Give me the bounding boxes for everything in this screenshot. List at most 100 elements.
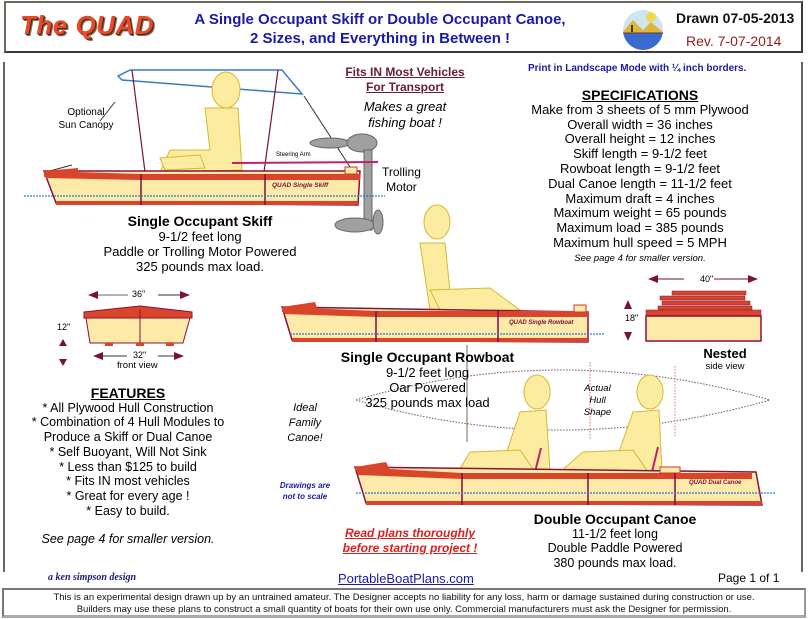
spec-line: Rowboat length = 9-1/2 feet bbox=[559, 160, 721, 176]
revision-date: Rev. 7-07-2014 bbox=[686, 33, 782, 49]
desert-lake-logo-icon bbox=[623, 10, 663, 50]
skiff-line: 9-1/2 feet long bbox=[158, 229, 242, 244]
sun-canopy bbox=[45, 69, 353, 173]
rowboat-hull-label: QUAD Single Rowboat bbox=[509, 320, 574, 326]
spec-line: Skiff length = 9-1/2 feet bbox=[573, 146, 707, 162]
nested-width-label: 40" bbox=[700, 274, 714, 284]
canopy-label-line: Sun Canopy bbox=[58, 120, 114, 131]
front-view-drawing bbox=[59, 291, 193, 366]
trolling-motor bbox=[309, 133, 384, 235]
not-to-scale-note: Drawings are not to scale bbox=[265, 480, 345, 502]
page-subtitle: A Single Occupant Skiff or Double Occupa… bbox=[190, 10, 570, 48]
actual-hull-line: Shape bbox=[583, 407, 612, 418]
print-note: Print in Landscape Mode with ¼ inch bord… bbox=[528, 63, 747, 74]
spacer bbox=[18, 518, 238, 532]
skiff-description: Single Occupant Skiff 9-1/2 feet long Pa… bbox=[80, 213, 320, 275]
actual-hull-label: Actual Hull Shape bbox=[570, 383, 625, 419]
ideal-line: Family bbox=[288, 417, 322, 429]
fishing-line: fishing boat ! bbox=[368, 115, 442, 130]
page-title: The QUAD bbox=[20, 10, 154, 40]
read-plans-line: Read plans thoroughly bbox=[344, 526, 475, 540]
canoe-line: 380 pounds max load. bbox=[553, 555, 677, 570]
skiff-occupant-figure bbox=[159, 71, 243, 173]
rowboat-line: 325 pounds max load bbox=[365, 395, 490, 410]
fishing-boat-note: Makes a great fishing boat ! bbox=[345, 99, 465, 131]
rowboat-line: Oar Powered bbox=[389, 380, 466, 395]
features-block: FEATURES * All Plywood Hull Construction… bbox=[18, 386, 238, 547]
feature-item: * Combination of 4 Hull Modules to bbox=[31, 415, 225, 430]
page-number: Page 1 of 1 bbox=[718, 571, 780, 585]
nested-subtitle: side view bbox=[705, 361, 745, 372]
designer-credit: a ken simpson design bbox=[48, 572, 137, 583]
actual-hull-shape bbox=[355, 362, 771, 440]
fishing-line: Makes a great bbox=[363, 99, 447, 114]
steering-arm bbox=[231, 161, 379, 164]
rowboat-description: Single Occupant Rowboat 9-1/2 feet long … bbox=[340, 350, 515, 411]
header-box bbox=[4, 1, 803, 53]
rowboat-occupant-figure bbox=[419, 204, 522, 311]
spec-line: Maximum load = 385 pounds bbox=[556, 220, 724, 236]
front-width-top-label: 36" bbox=[132, 289, 146, 299]
spec-line: Maximum draft = 4 inches bbox=[565, 190, 715, 206]
skiff-line: Paddle or Trolling Motor Powered bbox=[103, 244, 297, 259]
website-link[interactable]: PortableBoatPlans.com bbox=[338, 571, 474, 586]
feature-item: * Less than $125 to build bbox=[59, 459, 197, 474]
trolling-motor-label: Trolling Motor bbox=[382, 165, 421, 195]
ideal-line: Ideal bbox=[293, 402, 317, 414]
features-note: See page 4 for smaller version. bbox=[41, 532, 215, 547]
front-view-label: front view bbox=[117, 360, 158, 371]
feature-item: * Fits IN most vehicles bbox=[66, 474, 190, 489]
spec-line: Maximum hull speed = 5 MPH bbox=[553, 234, 727, 250]
nested-title: Nested bbox=[703, 346, 747, 361]
spec-note: See page 4 for smaller version. bbox=[574, 252, 706, 264]
specifications-block: SPECIFICATIONS Make from 3 sheets of 5 m… bbox=[510, 88, 770, 267]
canoe-occupant-figures bbox=[457, 374, 664, 473]
not-to-scale-line: not to scale bbox=[282, 492, 328, 501]
subtitle-line: 2 Sizes, and Everything in Between ! bbox=[249, 30, 511, 47]
fits-in-vehicles: Fits IN Most Vehicles For Transport bbox=[335, 65, 475, 95]
read-plans-warning: Read plans thoroughly before starting pr… bbox=[330, 526, 490, 556]
canoe-line: Double Paddle Powered bbox=[547, 541, 683, 555]
spec-line: Dual Canoe length = 11-1/2 feet bbox=[548, 175, 732, 191]
feature-item: * Great for every age ! bbox=[66, 488, 190, 503]
drawing-frame bbox=[3, 62, 803, 572]
canopy-label: Optional Sun Canopy bbox=[55, 106, 117, 132]
rowboat-line: 9-1/2 feet long bbox=[385, 365, 470, 380]
feature-item: * Self Buoyant, Will Not Sink bbox=[49, 444, 207, 459]
rowboat-hull bbox=[280, 302, 605, 343]
nested-view-drawing bbox=[624, 275, 762, 342]
canoe-title: Double Occupant Canoe bbox=[533, 511, 697, 527]
actual-hull-line: Actual bbox=[584, 383, 611, 394]
spec-line: Overall height = 12 inches bbox=[564, 131, 716, 147]
trolling-label-line: Motor bbox=[386, 180, 417, 194]
nested-height-label: 18" bbox=[625, 313, 639, 323]
steering-arm-label: Steering Arm bbox=[276, 152, 311, 158]
feature-item: * All Plywood Hull Construction bbox=[42, 400, 214, 415]
skiff-hull-label: QUAD Single Skiff bbox=[272, 182, 329, 189]
disclaimer-line: Builders may use these plans to construc… bbox=[76, 604, 732, 615]
skiff-title: Single Occupant Skiff bbox=[127, 213, 273, 229]
skiff-line: 325 pounds max load. bbox=[136, 259, 264, 274]
canopy-label-line: Optional bbox=[67, 107, 105, 118]
canoe-description: Double Occupant Canoe 11-1/2 feet long D… bbox=[520, 512, 710, 570]
front-width-bottom-label: 32" bbox=[133, 350, 147, 360]
actual-hull-line: Hull bbox=[589, 395, 606, 406]
spec-line: Maximum weight = 65 pounds bbox=[553, 205, 727, 221]
fits-line: Fits IN Most Vehicles bbox=[345, 65, 465, 79]
feature-item: * Easy to build. bbox=[86, 503, 170, 518]
specifications-heading: SPECIFICATIONS bbox=[581, 87, 699, 103]
read-plans-line: before starting project ! bbox=[342, 541, 478, 555]
fits-line: For Transport bbox=[365, 80, 444, 94]
skiff-hull bbox=[24, 166, 385, 206]
canoe-hull bbox=[353, 462, 775, 506]
drawn-date: Drawn 07-05-2013 bbox=[676, 10, 795, 26]
ideal-line: Canoe! bbox=[287, 432, 323, 444]
disclaimer-footer: This is an experimental design drawn up … bbox=[2, 588, 806, 618]
ideal-family-canoe: Ideal Family Canoe! bbox=[280, 401, 330, 446]
spec-line: Overall width = 36 inches bbox=[567, 116, 713, 132]
spec-line: Make from 3 sheets of 5 mm Plywood bbox=[531, 101, 749, 117]
not-to-scale-line: Drawings are bbox=[279, 481, 331, 490]
subtitle-line: A Single Occupant Skiff or Double Occupa… bbox=[194, 11, 566, 28]
feature-item: Produce a Skiff or Dual Canoe bbox=[43, 430, 213, 445]
